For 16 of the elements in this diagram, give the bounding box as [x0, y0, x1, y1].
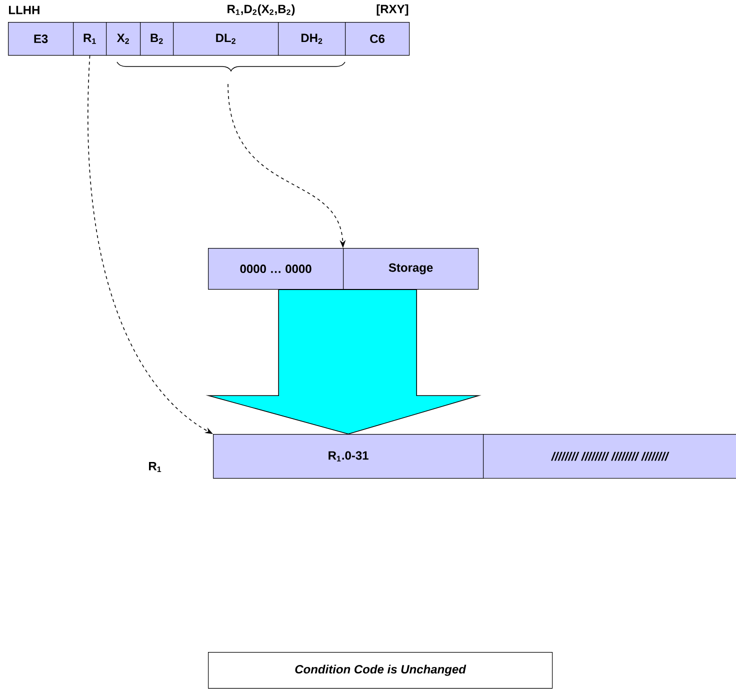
block-arrow [206, 289, 482, 434]
field-box: R$_{1}$ [73, 22, 107, 56]
note-box: Condition Code is Unchanged [208, 652, 553, 689]
field-box: Storage [343, 248, 479, 290]
hatched-field: //////// //////// //////// //////// [483, 434, 736, 479]
field-box: DH$_{2}$ [278, 22, 346, 56]
field-box: X$_{2}$ [106, 22, 141, 56]
register-field: R$_{1}$.0-31 [213, 434, 484, 479]
field-box: B$_{2}$ [140, 22, 174, 56]
field-box: C6 [345, 22, 410, 56]
register-label: R$_{1}$ [149, 462, 162, 472]
field-box: 0000 … 0000 [208, 248, 344, 290]
operand-label: R$_{1}$,D$_{2}$(X$_{2}$,B$_{2}$) [228, 4, 295, 16]
format-label: LLHH [9, 6, 40, 14]
field-box: E3 [8, 22, 74, 56]
format-label: [RXY] [376, 4, 408, 16]
